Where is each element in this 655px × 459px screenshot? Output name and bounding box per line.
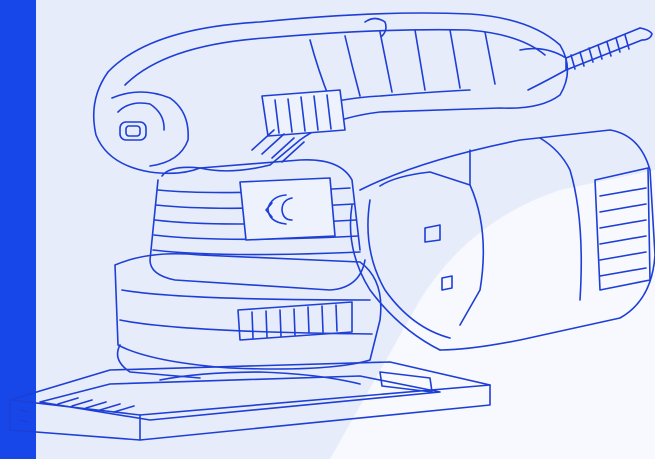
logo-badge xyxy=(239,177,336,241)
vent-grille xyxy=(251,89,346,163)
power-cord xyxy=(519,27,653,91)
sanding-base xyxy=(9,361,491,441)
left-blue-strip xyxy=(0,0,36,459)
rear-handle xyxy=(107,12,569,172)
lower-body xyxy=(114,252,382,379)
motor-housing xyxy=(349,129,655,351)
front-nose xyxy=(92,71,201,175)
